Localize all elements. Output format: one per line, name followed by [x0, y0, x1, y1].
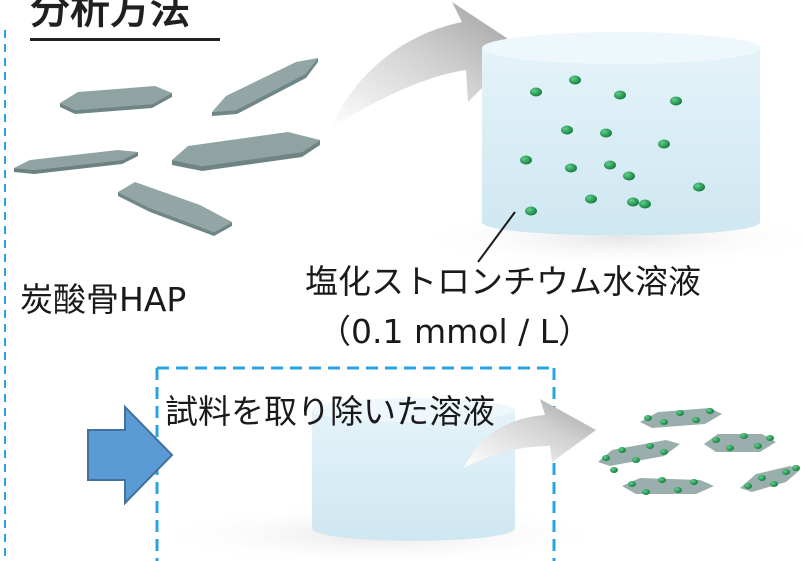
- beaker-icon: [410, 32, 803, 268]
- strontium-ion-icon: [758, 475, 766, 481]
- strontium-ion-icon: [726, 445, 734, 451]
- strontium-ion-icon: [525, 206, 537, 216]
- strontium-ion-icon: [744, 483, 752, 489]
- strontium-ion-icon: [520, 155, 532, 165]
- strontium-ion-icon: [754, 443, 762, 449]
- hap-crystal-icon: [14, 150, 138, 174]
- curved-arrow-icon: [464, 399, 596, 468]
- strontium-ion-icon: [712, 437, 720, 443]
- hap-crystal-icon: [172, 132, 320, 171]
- strontium-ion-icon: [565, 163, 577, 173]
- strontium-ion-icon: [561, 125, 573, 135]
- strontium-ion-icon: [642, 489, 650, 495]
- hap-crystal-icon: [60, 86, 172, 114]
- strontium-ion-icon: [618, 447, 626, 453]
- strontium-ion-icon: [602, 455, 610, 461]
- strontium-ion-icon: [569, 75, 581, 85]
- title-underline: [30, 38, 220, 41]
- solution-label: 塩化ストロンチウム水溶液: [305, 262, 701, 301]
- strontium-ion-icon: [623, 171, 635, 181]
- strontium-ion-icon: [692, 417, 700, 423]
- adsorbed-crystals: [598, 408, 800, 495]
- strontium-ion-icon: [782, 469, 790, 475]
- strontium-ion-icon: [660, 419, 668, 425]
- filtrate-label: 試料を取り除いた溶液: [165, 392, 495, 431]
- sample-label: 炭酸骨HAP: [20, 280, 187, 319]
- block-arrow-icon: [87, 404, 174, 506]
- strontium-ion-icon: [676, 410, 684, 416]
- strontium-ion-icon: [792, 465, 800, 471]
- strontium-ion-icon: [693, 182, 705, 192]
- strontium-ions: [520, 75, 705, 216]
- strontium-ion-icon: [660, 449, 668, 455]
- strontium-ion-icon: [658, 139, 670, 149]
- strontium-ion-icon: [530, 87, 542, 97]
- strontium-ion-icon: [706, 408, 714, 414]
- strontium-ion-icon: [585, 194, 597, 204]
- hap-crystals: [14, 58, 320, 236]
- strontium-ion-icon: [646, 443, 654, 449]
- strontium-ion-icon: [600, 128, 612, 138]
- leader-line: [477, 211, 516, 263]
- strontium-ion-icon: [628, 481, 636, 487]
- strontium-ion-icon: [639, 199, 651, 209]
- beaker-icon: [150, 398, 610, 561]
- hap-crystal-icon: [212, 58, 318, 116]
- strontium-ion-icon: [770, 481, 778, 487]
- strontium-ion-icon: [670, 96, 682, 106]
- strontium-ion-icon: [674, 487, 682, 493]
- strontium-ion-icon: [614, 90, 626, 100]
- strontium-ion-icon: [632, 457, 640, 463]
- strontium-ion-icon: [627, 197, 639, 207]
- strontium-ion-icon: [766, 435, 774, 441]
- strontium-ion-icon: [690, 479, 698, 485]
- strontium-ion-icon: [610, 467, 618, 473]
- concentration-label: （0.1 mmol / L）: [318, 312, 592, 351]
- strontium-ion-icon: [740, 433, 748, 439]
- strontium-ion-icon: [604, 160, 616, 170]
- hap-crystal-icon: [118, 182, 232, 236]
- strontium-ion-icon: [658, 477, 666, 483]
- page-title: 分析方法: [30, 0, 190, 33]
- curved-arrow-icon: [330, 2, 522, 128]
- strontium-ion-icon: [644, 415, 652, 421]
